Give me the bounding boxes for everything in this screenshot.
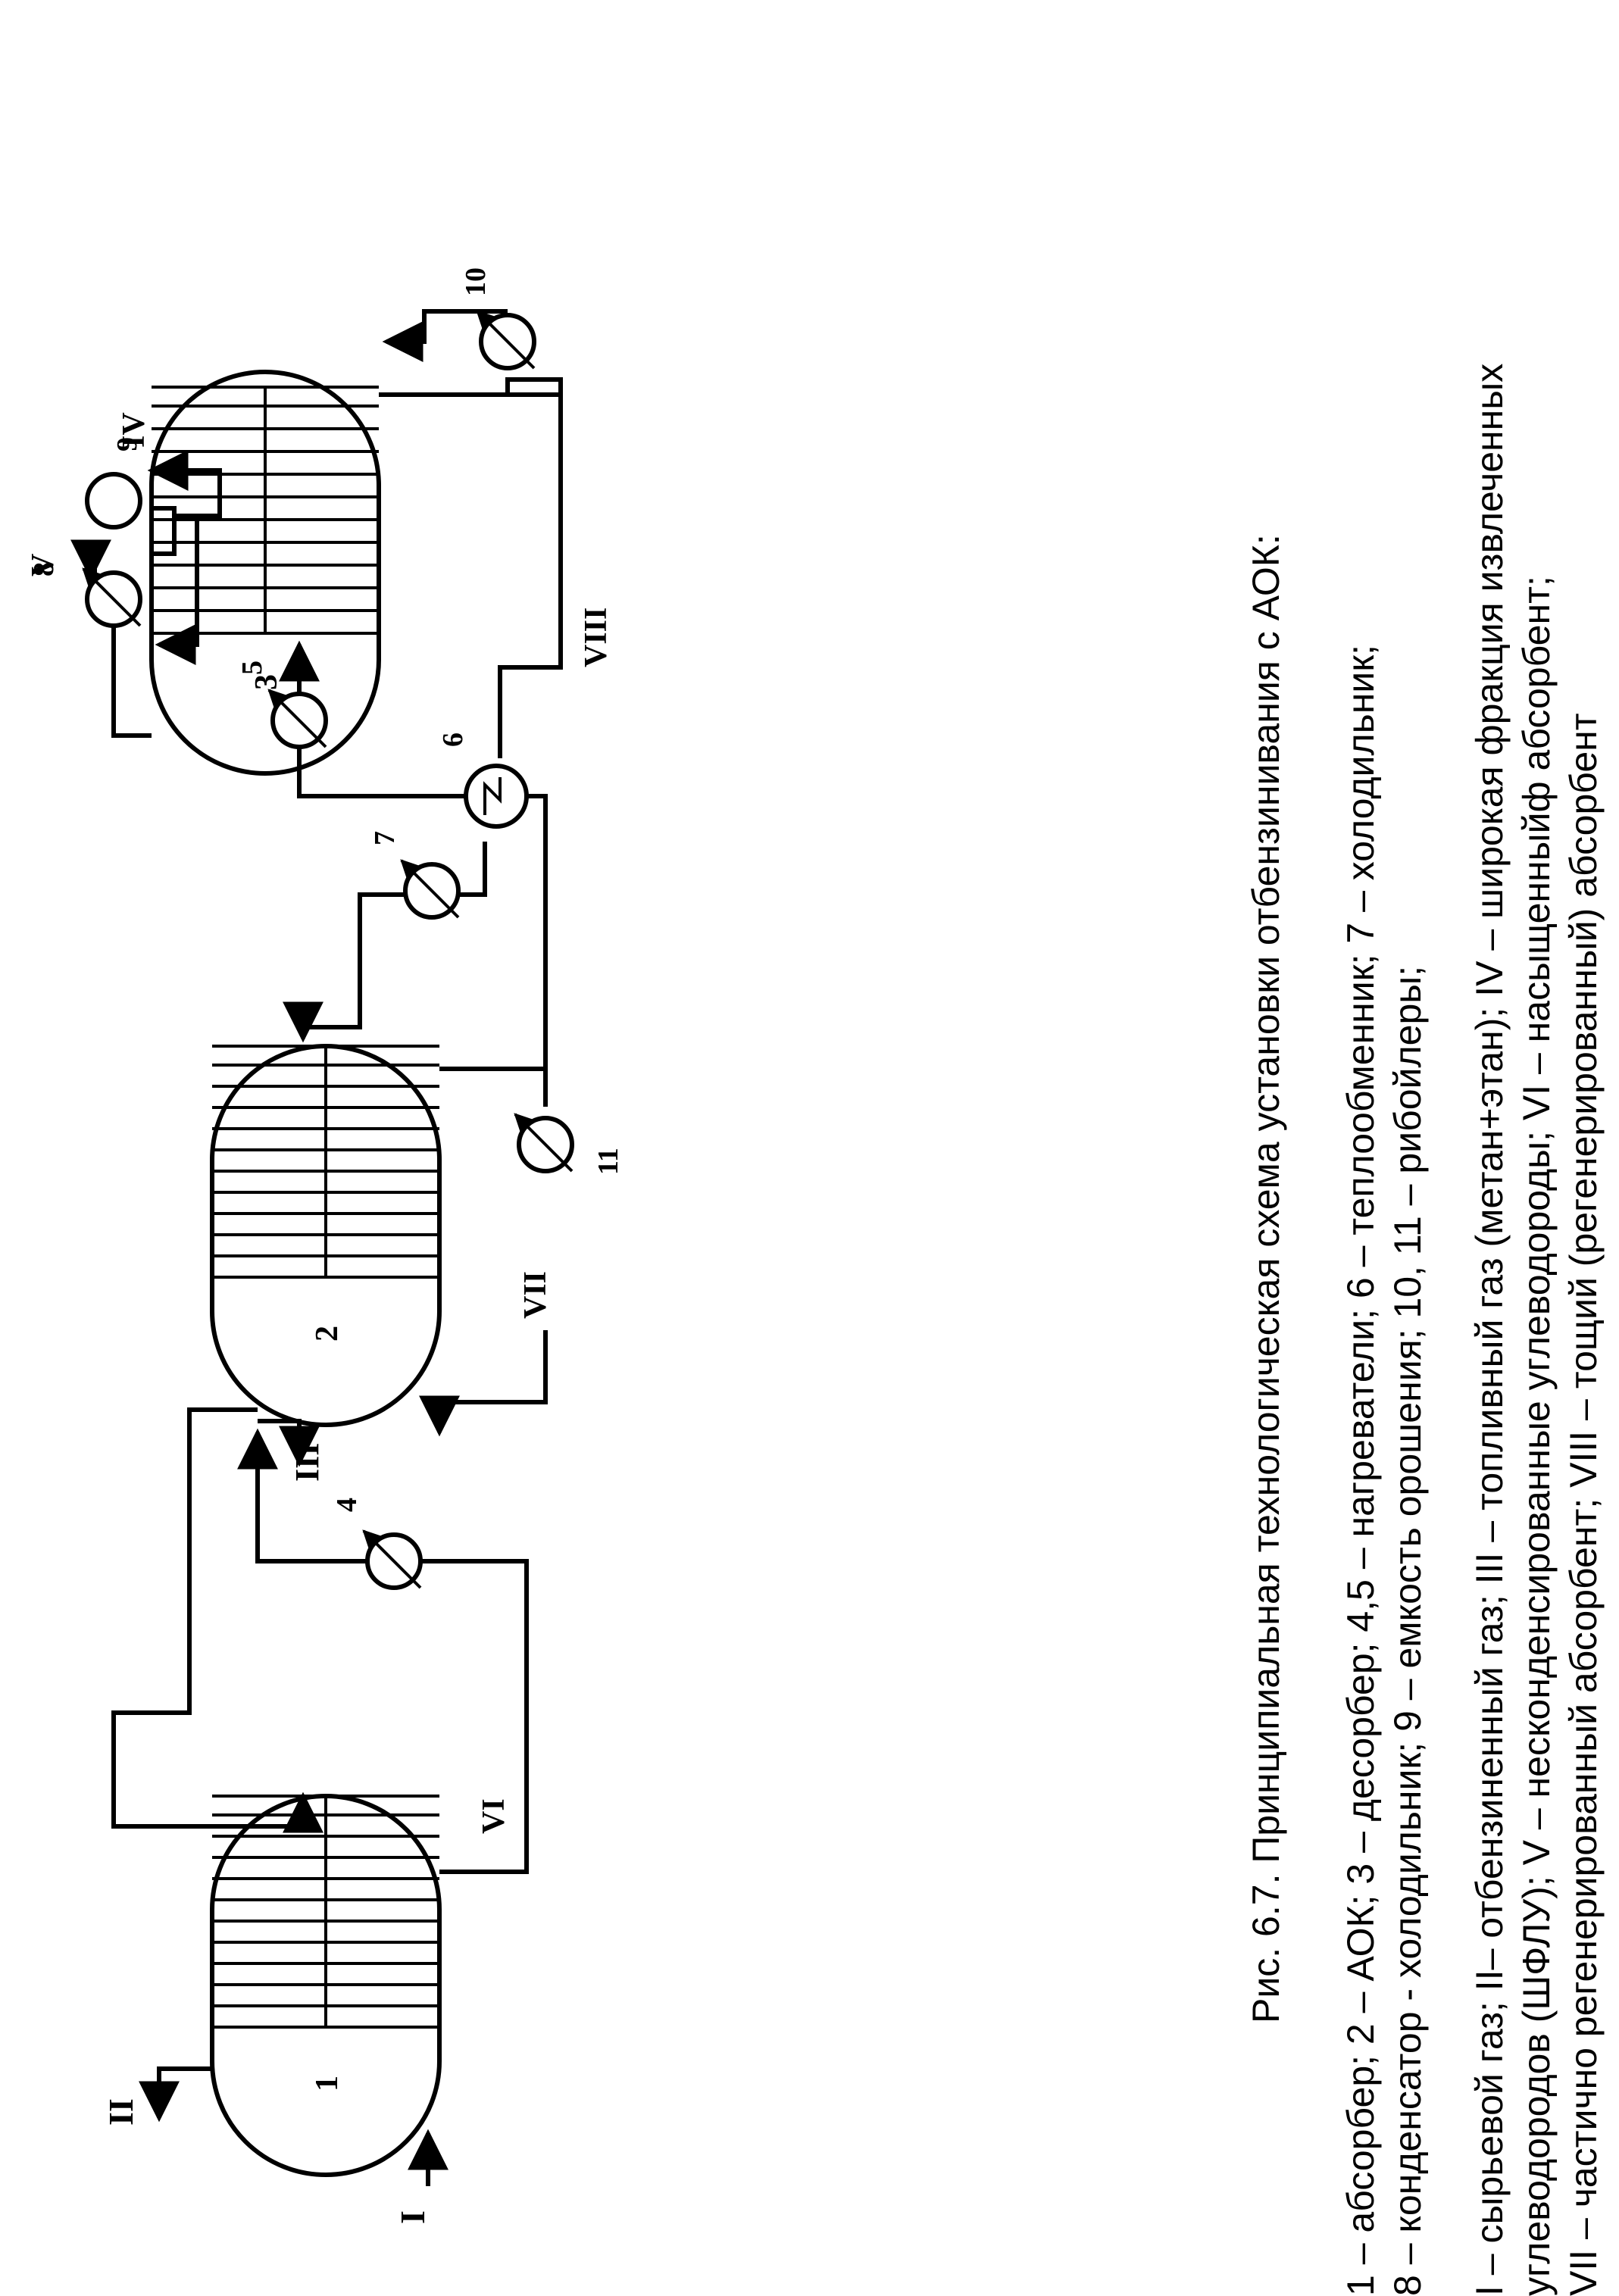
reboiler-10: 10 <box>460 267 536 370</box>
equipment-3-label: 3 <box>249 674 284 690</box>
desorber-top-line <box>111 637 152 738</box>
condenser-8: 8 <box>28 562 142 628</box>
stream-VIII-line <box>379 392 563 758</box>
desorber-column: 3 <box>149 370 381 776</box>
equipment-2-label: 2 <box>310 1326 345 1342</box>
stream-VII-split <box>439 1067 548 1107</box>
stream-VII-label: VII <box>518 1271 553 1319</box>
equipment-4-label: 4 <box>331 1498 363 1512</box>
reboiler-10-return <box>382 309 508 362</box>
heater-5: 5 <box>236 661 328 749</box>
stream-III-line <box>258 1419 320 1467</box>
equipment-6-label: 6 <box>437 733 469 747</box>
legend-streams-line: I – сырьевой газ; II– отбензиненный газ;… <box>1468 363 1511 2296</box>
legend-equipment-line: 8 – конденсатор - холодильник; 9 – емкос… <box>1386 965 1429 2296</box>
heater-4: 4 <box>331 1498 423 1590</box>
equipment-9-label: 9 <box>111 437 143 451</box>
equipment-10-label: 10 <box>460 267 492 296</box>
legend-streams: I – сырьевой газ; II– отбензиненный газ;… <box>1466 364 1607 2296</box>
reboiler-10-line <box>505 377 563 395</box>
aok-to-absorber-line <box>111 1407 323 1833</box>
aok-column: 2 <box>210 1044 442 1427</box>
legend-streams-line: углеводородов (ШФЛУ); V – несконденсиров… <box>1515 576 1558 2296</box>
reboiler-11-return <box>419 1330 548 1437</box>
figure-caption: Рис. 6.7. Принципиальная технологическая… <box>1245 534 1287 2023</box>
equipment-5-label: 5 <box>236 661 268 675</box>
heat-exchanger-6: 6 <box>437 733 529 829</box>
equipment-1-label: 1 <box>310 2076 345 2091</box>
cooler-7-to-aok <box>283 1001 362 1043</box>
legend-equipment: 1 – абсорбер; 2 – АОК; 3 – десорбер; 4,5… <box>1337 645 1431 2296</box>
stream-VII-to-6 <box>523 794 548 1069</box>
legend-equipment-line: 1 – абсорбер; 2 – АОК; 3 – десорбер; 4,5… <box>1339 644 1382 2296</box>
stream-II-absorber-line <box>139 2066 212 2123</box>
equipment-11-label: 11 <box>592 1148 624 1175</box>
reflux-line <box>152 506 177 556</box>
stream-I-label: I <box>393 2210 432 2224</box>
absorber-column: 1 <box>210 1794 442 2177</box>
stream-III-label: III <box>289 1443 326 1482</box>
stream-II-absorber-label: II <box>102 2098 140 2126</box>
stream-VI-line <box>237 1428 529 1874</box>
cooler-7: 7 <box>369 831 461 920</box>
exch-6-to-heater-5 <box>297 736 470 798</box>
stream-V-label: V <box>26 554 61 576</box>
stream-VI-label: VI <box>477 1798 511 1834</box>
equipment-7-label: 7 <box>369 831 401 845</box>
legend-streams-line: VII – частично регенерированный абсорбен… <box>1562 713 1605 2296</box>
stream-IV-line <box>147 450 222 518</box>
reboiler-11: 11 <box>514 1113 624 1175</box>
reflux-to-desorber <box>155 514 199 665</box>
equipment-8-label: 8 <box>28 562 60 576</box>
stream-VIII-label: VIII <box>579 608 614 667</box>
reflux-drum-9: 9 <box>85 437 143 529</box>
stream-IV-label: IV <box>117 412 152 448</box>
